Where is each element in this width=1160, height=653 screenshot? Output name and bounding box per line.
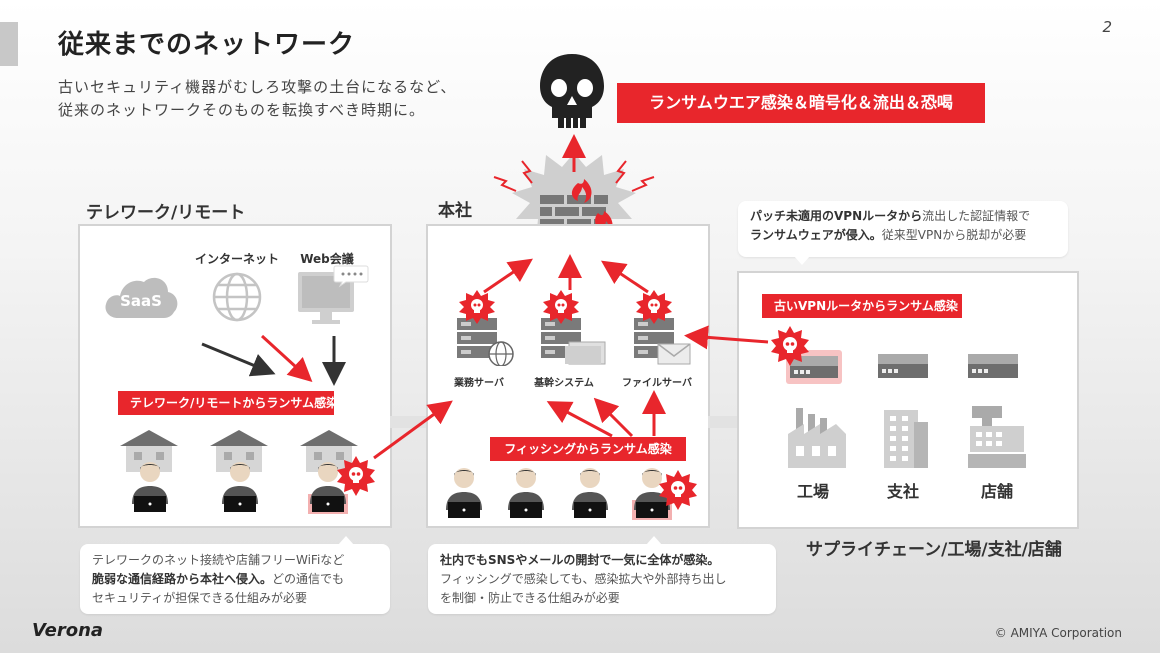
internet-label: インターネット [194, 252, 279, 266]
hq-note: 社内でもSNSやメールの開封で一気に全体が感染。 フィッシングで感染しても、感染… [428, 544, 776, 614]
hq-note-line-2: フィッシングで感染しても、感染拡大や外部持ち出し [440, 572, 727, 586]
worker-icon [132, 462, 168, 512]
server-label-core: 基幹システム [534, 378, 594, 389]
location-label-store: 店舗 [980, 482, 1013, 501]
threat-label: ランサムウエア感染＆暗号化＆流出＆恐喝 [617, 83, 985, 123]
factory-icon [788, 408, 846, 468]
infected-server-icon [634, 290, 691, 365]
hq-infection-label: フィッシングからランサム感染 [490, 437, 686, 461]
telework-infection-label: テレワーク/リモートからランサム感染 [118, 391, 338, 415]
firewall-icon [493, 153, 655, 247]
saas-label: SaaS [120, 292, 162, 310]
page-subtitle: 古いセキュリティ機器がむしろ攻撃の土台になるなど、 従来のネットワークそのものを… [58, 76, 498, 122]
network-connector [390, 416, 426, 428]
page-number: 2 [1102, 18, 1112, 36]
note-pointer [646, 536, 662, 545]
telework-note: テレワークのネット接続や店舗フリーWiFiなど 脆弱な通信経路から本社へ侵入。ど… [80, 544, 390, 614]
supply-note: パッチ未適用のVPNルータから流出した認証情報で ランサムウェアが侵入。従来型V… [738, 201, 1068, 257]
worker-icon [572, 468, 608, 518]
router-icon [878, 354, 928, 378]
supply-note-bold-1: パッチ未適用のVPNルータから [750, 209, 923, 223]
ransomware-badge-icon [337, 456, 375, 496]
hq-note-bold: 社内でもSNSやメールの開封で一気に全体が感染。 [440, 553, 720, 567]
worker-icon [222, 462, 258, 512]
server-label-file: ファイルサーバ [622, 378, 692, 389]
web-meeting-label: Web会議 [300, 252, 354, 266]
supply-note-text-2: 従来型VPNから脱却が必要 [881, 228, 1027, 242]
telework-note-line-2: どの通信でも [272, 572, 345, 586]
network-connector [708, 416, 737, 428]
hq-note-line-3: を制御・防止できる仕組みが必要 [440, 591, 620, 605]
globe-icon [212, 272, 262, 322]
cloud-icon [105, 277, 178, 318]
subtitle-line-2: 従来のネットワークそのものを転換すべき時期に。 [58, 101, 425, 119]
router-icon [968, 354, 1018, 378]
section-label-hq: 本社 [438, 201, 472, 221]
worker-icon [508, 468, 544, 518]
supply-note-text-1: 流出した認証情報で [922, 209, 1031, 223]
telework-note-line-1: テレワークのネット接続や店舗フリーWiFiなど [92, 553, 345, 567]
ransomware-badge-icon [659, 470, 697, 510]
house-icon [210, 430, 268, 472]
telework-note-line-3: セキュリティが担保できる仕組みが必要 [92, 591, 308, 605]
skull-icon [540, 54, 604, 128]
telework-note-bold: 脆弱な通信経路から本社へ侵入。 [92, 572, 273, 586]
copyright: © AMIYA Corporation [994, 626, 1122, 640]
location-label-branch: 支社 [886, 482, 919, 501]
monitor-icon [298, 265, 369, 324]
cash-register-icon [968, 406, 1026, 468]
section-label-supply: サプライチェーン/工場/支社/店舗 [806, 540, 1062, 560]
infected-server-icon [457, 290, 514, 366]
office-building-icon [884, 410, 928, 468]
note-pointer [794, 256, 810, 265]
worker-icon [446, 468, 482, 518]
subtitle-line-1: 古いセキュリティ機器がむしろ攻撃の土台になるなど、 [58, 78, 457, 96]
verona-logo: Verona [32, 620, 104, 641]
server-label-business: 業務サーバ [454, 378, 504, 389]
accent-bar [0, 22, 18, 66]
ransomware-badge-icon [771, 326, 809, 366]
location-label-factory: 工場 [796, 482, 829, 501]
supply-infection-label: 古いVPNルータからランサム感染 [762, 294, 962, 318]
infected-server-icon [541, 290, 606, 365]
page-title: 従来までのネットワーク [58, 30, 356, 60]
supply-note-bold-2: ランサムウェアが侵入。 [750, 228, 882, 242]
note-pointer [338, 536, 354, 545]
section-label-telework: テレワーク/リモート [86, 203, 246, 223]
infected-worker-icon [308, 462, 348, 514]
